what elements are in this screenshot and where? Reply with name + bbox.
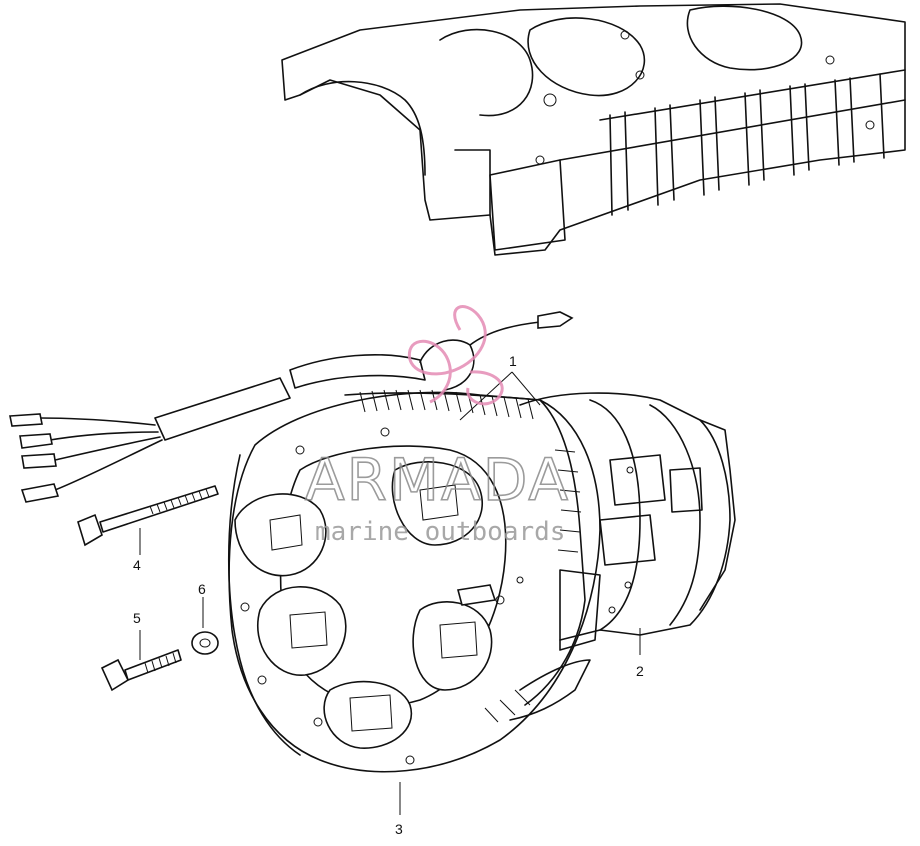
short-screw bbox=[100, 649, 182, 692]
screw-thread-short bbox=[144, 652, 177, 674]
cooling-fins bbox=[609, 73, 885, 216]
callout-3: 3 bbox=[395, 821, 403, 837]
callout-6: 6 bbox=[198, 581, 206, 597]
watermark-brand: ARMADA bbox=[305, 446, 570, 514]
screw-thread bbox=[149, 488, 210, 515]
callout-2: 2 bbox=[636, 663, 644, 679]
callout-5: 5 bbox=[133, 610, 141, 626]
long-screw bbox=[77, 485, 219, 547]
leader-lines bbox=[139, 371, 641, 815]
washer bbox=[191, 631, 219, 655]
wiring-harness bbox=[9, 311, 574, 503]
watermark-tagline: marine outboards bbox=[315, 517, 565, 547]
watermark-logo-icon bbox=[407, 305, 504, 406]
armada-watermark: ARMADA marine outboards bbox=[304, 305, 570, 547]
callout-4: 4 bbox=[133, 557, 141, 573]
stator-coils bbox=[234, 461, 493, 749]
crankcase-housing bbox=[281, 3, 906, 256]
rotor-assembly bbox=[519, 392, 736, 641]
stator-teeth-hatching bbox=[359, 389, 582, 723]
callout-1: 1 bbox=[509, 353, 517, 369]
stator-assembly bbox=[228, 389, 601, 773]
